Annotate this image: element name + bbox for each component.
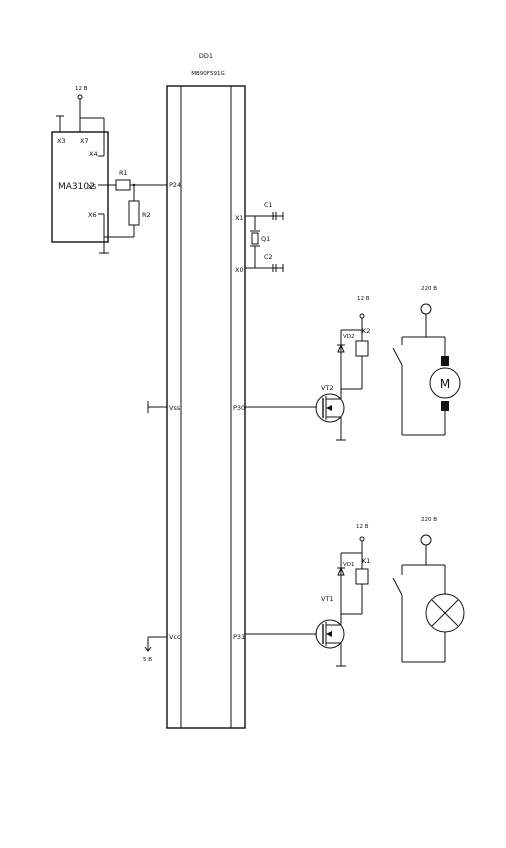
diode-vd1-label: VD1 [343,562,355,568]
diode-vd2-label: VD2 [343,334,355,340]
sensor-pin-x3-label: X3 [57,137,66,145]
sensor-ma3102: X3 X7 X4 MA3102 X5 X6 12 В R1 R2 [51,86,167,254]
crystal-q1 [251,232,259,245]
sensor-part-label: MA3102 [58,182,95,192]
diode-vd2 [337,343,345,353]
vt1-arrow [326,631,332,637]
mcu-part-label: MB90F591G [191,71,224,77]
transistor-vt2 [315,393,345,423]
mcu-dd1: DD1 MB90F591G P24 X1 X0 Vss P30 Vcc P31 [166,52,246,729]
motor-mains-label: 220 В [421,286,437,292]
power-pins: 5 В [143,401,167,663]
transistor-vt1 [315,619,345,649]
lamp [425,593,465,633]
capacitor-c2-label: C2 [264,253,273,261]
resistor-r1 [115,179,131,191]
vt2-arrow [326,405,332,411]
diode-vd1 [337,566,345,576]
sensor-pin-x5-label: X5 [88,183,97,191]
lamp-cross-b [431,599,459,627]
pin-p31-label: P31 [233,633,245,641]
vcc-supply-label: 5 В [143,657,152,663]
motor-mains-terminal [420,303,432,315]
capacitor-c1-label: C1 [264,201,273,209]
relay-k2-coil [355,340,369,357]
relay-k1-coil [355,568,369,585]
mcu-ref-label: DD1 [199,52,213,60]
relay-k2-label: K2 [362,327,370,335]
motor-channel: VT2 VD2 12 В K2 220 В M [245,286,461,441]
motor-m-label: M [440,377,450,391]
pin-p30-label: P30 [233,404,245,412]
lamp-mains-terminal [420,534,432,546]
motor-m [429,367,461,399]
lamp-switch-blade [392,577,403,596]
vt2-supply-terminal [359,313,365,319]
transistor-vt2-label: VT2 [321,384,334,392]
pin-x0-label: X0 [235,266,244,274]
lamp-mains-label: 220 В [421,517,437,523]
resistor-r2-label: R2 [142,211,151,219]
vt1-supply-label: 12 В [356,524,369,530]
motor-switch-blade [392,347,403,366]
lamp-channel: VT1 VD1 12 В K1 220 В [245,517,465,667]
pin-x1-label: X1 [235,214,244,222]
motor-brush-top [441,356,449,366]
relay-k1-label: K1 [362,557,370,565]
pin-vss-label: Vss [169,404,181,412]
resistor-r2 [128,200,140,226]
sensor-pin-x6-label: X6 [88,211,97,219]
sensor-supply-label: 12 В [75,86,88,92]
motor-brush-bottom [441,401,449,411]
transistor-vt1-label: VT1 [321,595,334,603]
crystal-oscillator: Q1 C1 C2 [245,201,284,272]
vt1-supply-terminal [359,536,365,542]
vcc-supply-arrow [144,646,152,652]
sensor-pin-x7-label: X7 [80,137,89,145]
vt2-supply-label: 12 В [357,296,370,302]
resistor-r1-label: R1 [119,169,128,177]
sensor-pin-x4-label: X4 [89,150,98,158]
pin-p24-label: P24 [169,181,181,189]
pin-vcc-label: Vcc [169,633,181,641]
crystal-q1-label: Q1 [261,235,270,243]
sensor-supply-terminal [77,94,83,100]
